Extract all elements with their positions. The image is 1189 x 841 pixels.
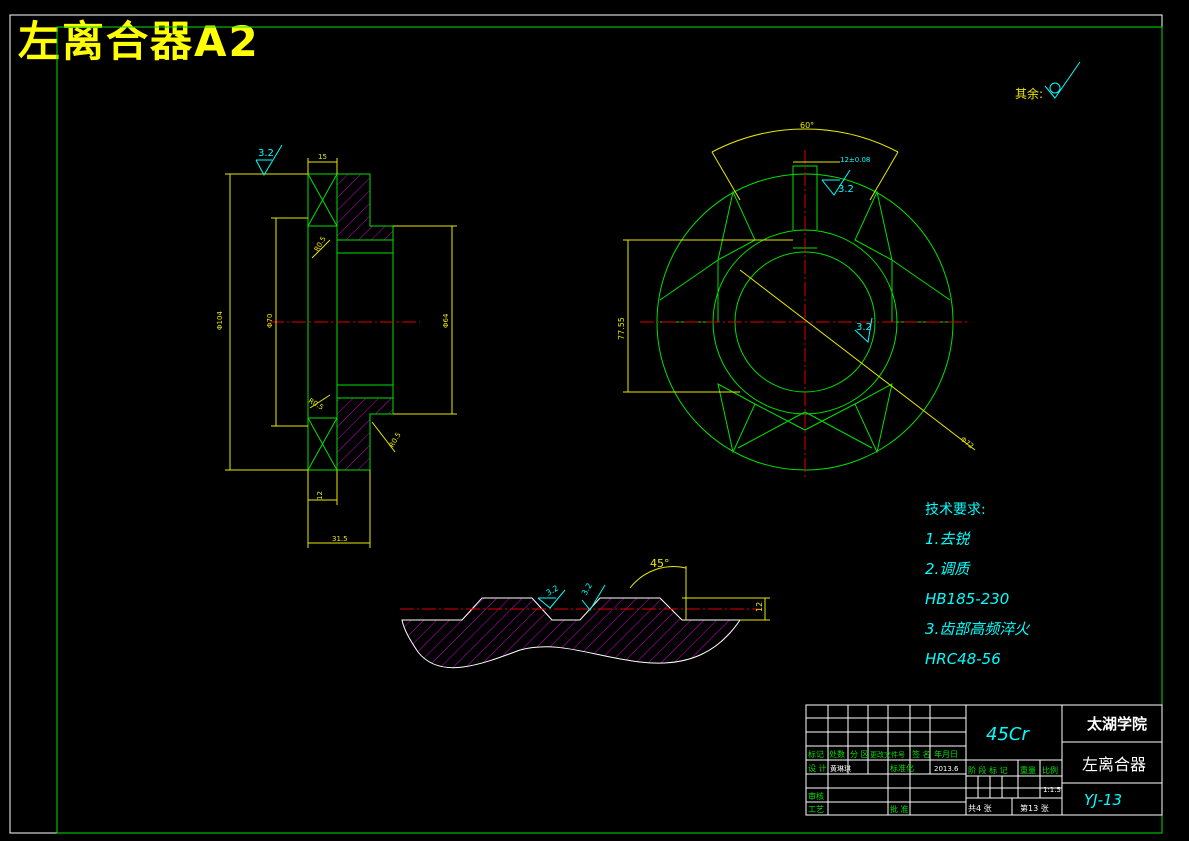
tech-line-4: 3.齿部高频淬火 <box>925 620 1030 638</box>
tooth-profile-view: 12 45° 3.2 3.2 <box>400 557 770 669</box>
dim-d64: Φ64 <box>442 313 450 328</box>
tb-designer: 黄琳琪 <box>830 764 851 773</box>
tb-scale-label: 比例 <box>1042 765 1058 775</box>
tooth-roughness-a: 3.2 <box>545 584 561 598</box>
tb-design-label: 设 计 <box>808 763 827 773</box>
title-block: 45Cr 太湖学院 左离合器 YJ-13 标记 处数 分 区 更改文件号 签 名… <box>805 704 1163 816</box>
dim-d104: Φ104 <box>216 311 224 330</box>
section-roughness-symbol: 3.2 <box>255 144 283 177</box>
tb-h-sign: 签 名 <box>912 749 931 759</box>
section-hatch-top <box>336 173 394 241</box>
tech-line-5: HRC48-56 <box>925 650 1001 668</box>
tooth-roughness-b: 3.2 <box>580 581 594 597</box>
tb-h-doc: 更改文件号 <box>870 750 905 759</box>
dim-d70: Φ70 <box>266 314 274 328</box>
section-roughness: 3.2 <box>258 148 274 159</box>
tb-school: 太湖学院 <box>1087 715 1147 733</box>
end-roughness-top-symbol: 3.2 <box>821 169 854 196</box>
dim-overall-width: 31.5 <box>332 535 348 543</box>
tb-drawing-no: YJ-13 <box>1084 791 1122 809</box>
tb-h-count: 处数 <box>829 749 845 759</box>
end-roughness-center: 3.2 <box>856 322 872 333</box>
drawing-title: 左离合器A2 <box>18 17 260 66</box>
tech-requirements: 技术要求: 1.去锐 2.调质 HB185-230 3.齿部高频淬火 HRC48… <box>925 502 1030 668</box>
tb-sheet-no: 第13 张 <box>1020 803 1049 813</box>
section-hatch-bottom <box>336 397 394 471</box>
tooth-hatch <box>401 597 741 669</box>
keyway-dim: 12±0.08 <box>840 156 870 164</box>
outer-border <box>9 14 1163 834</box>
tooth-roughness-a-symbol: 3.2 <box>537 584 566 609</box>
tb-material: 45Cr <box>986 724 1030 745</box>
dim-bottom-width: 12 <box>316 491 324 500</box>
tech-line-1: 1.去锐 <box>925 530 971 548</box>
tb-approve-label: 批 准 <box>890 804 909 814</box>
tech-line-3: HB185-230 <box>925 590 1009 608</box>
tb-weight: 重量 <box>1020 765 1036 775</box>
section-view: Φ104 Φ70 Φ64 15 12 31.5 R0.5 R0.5 R0.5 3… <box>216 144 457 548</box>
dim-top-width: 15 <box>318 153 327 161</box>
tb-process-label: 工艺 <box>808 805 824 814</box>
tech-line-2: 2.调质 <box>925 560 971 578</box>
dim-chamfer-b: R0.5 <box>307 397 325 412</box>
tech-heading: 技术要求: <box>925 502 986 518</box>
roughness-note-label: 其余: <box>1015 86 1043 101</box>
general-roughness-symbol: 其余: <box>1015 61 1081 101</box>
inner-border <box>56 26 1163 834</box>
end-roughness-center-symbol: 3.2 <box>854 317 873 343</box>
tb-standard-label: 标准化 <box>890 763 914 773</box>
tb-check-label: 审核 <box>808 791 824 801</box>
tb-h-mark: 标记 <box>808 749 824 759</box>
tooth-height: 12 <box>755 602 764 612</box>
end-height-dim: 77.55 <box>617 317 626 340</box>
tb-sheets-total: 共4 张 <box>968 804 992 813</box>
tb-part-name: 左离合器 <box>1082 755 1146 774</box>
end-angle: 60° <box>800 121 814 130</box>
dim-chamfer-c: R0.5 <box>388 431 403 449</box>
tb-scale: 1:1.5 <box>1043 786 1061 794</box>
tb-stage-mark: 阶 段 标 记 <box>968 765 1008 775</box>
tb-h-date: 年月日 <box>934 749 958 759</box>
end-view: 60° 12±0.08 3.2 77.55 Φ72 3.2 <box>617 121 976 480</box>
tb-design-date: 2013.6 <box>934 765 959 773</box>
tb-h-zone: 分 区 <box>850 750 869 759</box>
tooth-angle: 45° <box>650 557 670 570</box>
end-roughness-top: 3.2 <box>838 184 854 195</box>
